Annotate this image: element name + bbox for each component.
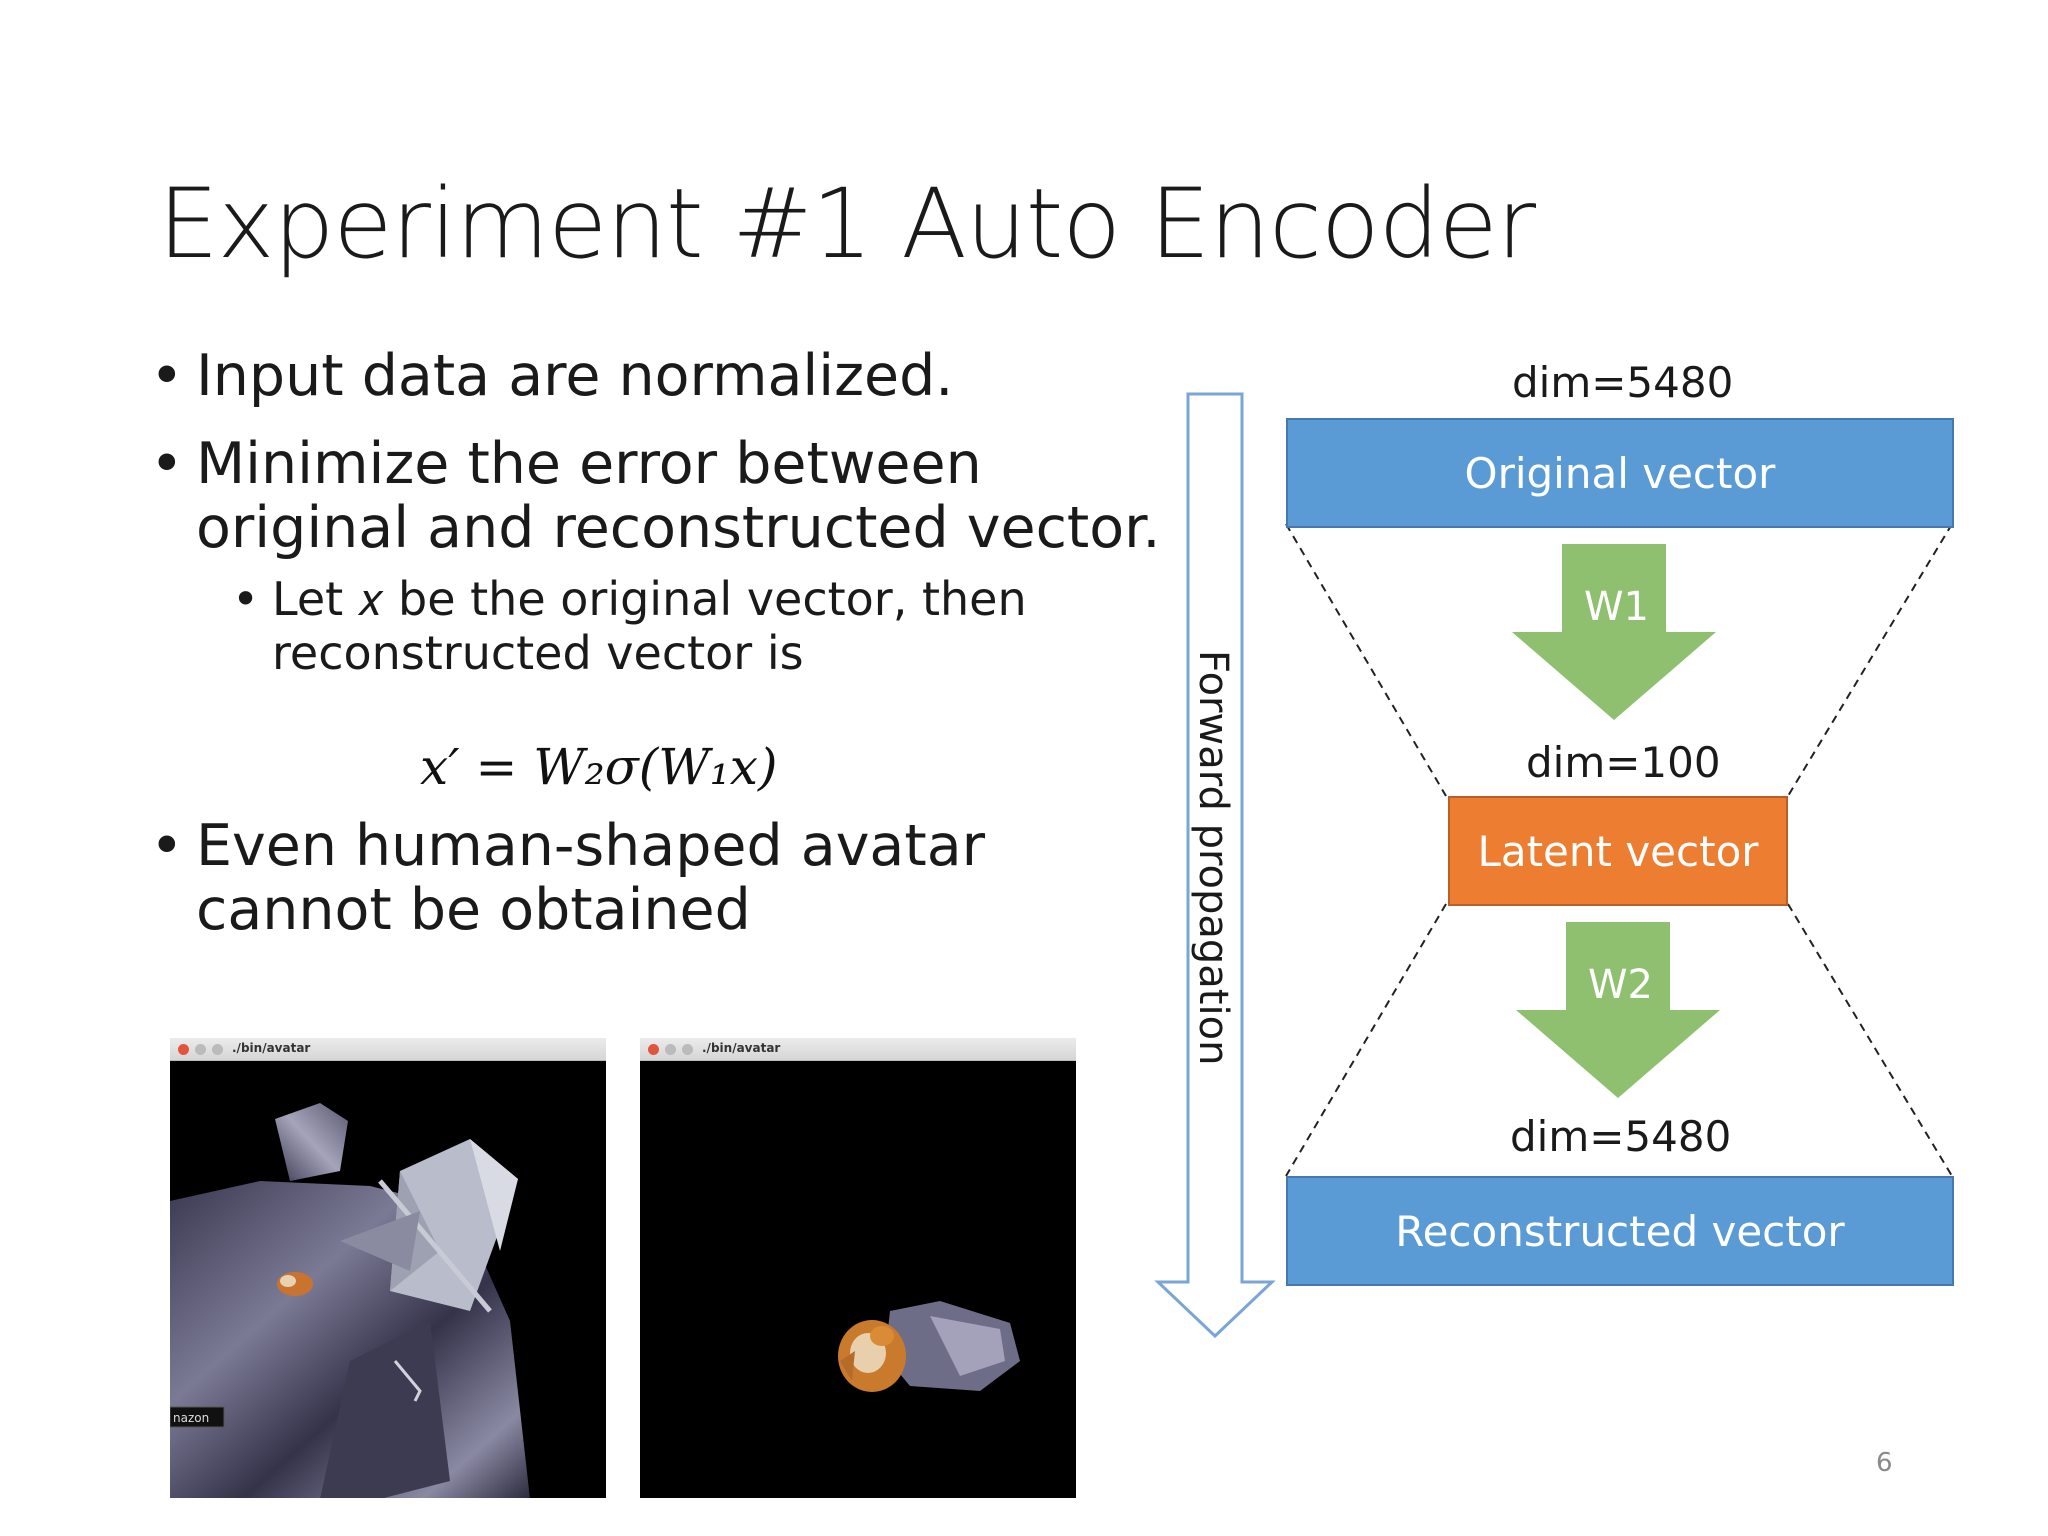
overlay-label: nazon [173, 1411, 209, 1425]
latent-vector-label: Latent vector [1477, 826, 1759, 876]
close-icon [178, 1044, 189, 1055]
w2-down-arrow [1516, 922, 1720, 1098]
forward-propagation-label: Forward propagation [1190, 650, 1236, 1066]
window-title: ./bin/avatar [232, 1041, 311, 1055]
sub-bullet-text-line1: Let 𝑥 be the original vector, then [272, 572, 1027, 626]
minimize-icon [195, 1044, 206, 1055]
dim-label-middle: dim=100 [1526, 738, 1721, 787]
bullet-text-line1: Even human-shaped avatar [196, 813, 986, 879]
window-title: ./bin/avatar [702, 1041, 781, 1055]
reconstructed-vector-label: Reconstructed vector [1395, 1206, 1845, 1256]
avatar-window-right: ./bin/avatar [640, 1038, 1076, 1498]
bullet-normalized: •Input data are normalized. [150, 344, 953, 408]
maximize-icon [682, 1044, 693, 1055]
window-titlebar: ./bin/avatar [640, 1038, 1076, 1061]
bullet-human-avatar: •Even human-shaped avatar cannot be obta… [150, 814, 985, 942]
window-titlebar: ./bin/avatar [170, 1038, 606, 1061]
funnel-dashed-lines [1285, 523, 1953, 1177]
reconstruction-formula: 𝑥′ = 𝑊₂𝜎(𝑊₁𝑥) [420, 738, 778, 796]
maximize-icon [212, 1044, 223, 1055]
distorted-avatar-render: nazon [170, 1061, 606, 1498]
minimize-icon [665, 1044, 676, 1055]
bullet-text-line2: original and reconstructed vector. [196, 495, 1161, 561]
slide-page-number: 6 [1876, 1448, 1893, 1478]
dim-label-top: dim=5480 [1512, 358, 1734, 407]
bullet-dot: • [150, 343, 184, 409]
reconstructed-vector-box: Reconstructed vector [1286, 1176, 1954, 1286]
bullet-text: Input data are normalized. [196, 343, 954, 409]
sub-bullet-text-line2: reconstructed vector is [272, 626, 804, 680]
w1-label: W1 [1584, 584, 1649, 630]
slide-title: Experiment #1 Auto Encoder [158, 168, 1536, 280]
sub-bullet-dot: • [232, 572, 260, 626]
avatar-window-left: ./bin/avatar na [170, 1038, 606, 1498]
bullet-dot: • [150, 431, 184, 497]
bullet-minimize-error: •Minimize the error between original and… [150, 432, 1160, 560]
w2-label: W2 [1588, 962, 1653, 1008]
dim-label-bottom: dim=5480 [1510, 1112, 1732, 1161]
original-vector-label: Original vector [1464, 448, 1776, 498]
bullet-dot: • [150, 813, 184, 879]
w1-down-arrow [1512, 544, 1716, 720]
bullet-text-line2: cannot be obtained [196, 877, 751, 943]
forward-propagation-arrow [1154, 392, 1276, 1339]
original-vector-box: Original vector [1286, 418, 1954, 528]
bullet-text-line1: Minimize the error between [196, 431, 982, 497]
sub-bullet-let-x: •Let 𝑥 be the original vector, then reco… [232, 572, 1027, 680]
collapsed-avatar-render [640, 1061, 1076, 1498]
latent-vector-box: Latent vector [1448, 796, 1788, 906]
close-icon [648, 1044, 659, 1055]
